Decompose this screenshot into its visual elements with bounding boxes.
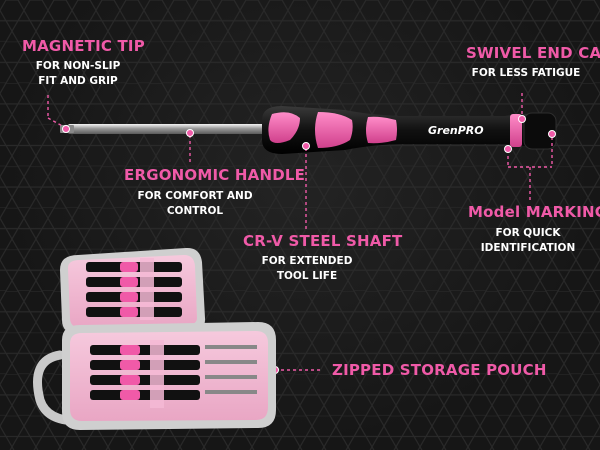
model-markings-title: Model MARKINGS [468, 203, 600, 221]
pink-band [510, 114, 522, 147]
steel-shaft [68, 124, 268, 134]
ergonomic-handle-title: ERGONOMIC HANDLE [124, 166, 306, 184]
swivel-cap [523, 112, 557, 150]
crv-steel-shaft-description: FOR EXTENDED TOOL LIFE [252, 254, 362, 284]
model-markings-description: FOR QUICK IDENTIFICATION [476, 226, 580, 256]
brand-logo: GrenPRO [428, 124, 484, 137]
swivel-end-cap-title: SWIVEL END CAP [466, 44, 600, 62]
crv-steel-shaft-line-1: FOR EXTENDED [261, 255, 353, 267]
storage-pouch [33, 247, 276, 430]
magnetic-tip-title: MAGNETIC TIP [22, 37, 145, 55]
pouch-tools-top [86, 258, 182, 320]
ergonomic-handle-line-2: CONTROL [166, 205, 224, 217]
swivel-end-cap-description: FOR LESS FATIGUE [468, 66, 584, 81]
ergonomic-handle-description: FOR COMFORT AND CONTROL [132, 189, 258, 219]
magnetic-tip-description: FOR NON-SLIP FIT AND GRIP [22, 59, 134, 89]
swivel-end-cap-line-1: FOR LESS FATIGUE [471, 67, 581, 79]
model-markings-line-1: FOR QUICK [495, 227, 561, 239]
model-markings-line-2: IDENTIFICATION [480, 242, 576, 254]
storage-pouch-title: ZIPPED STORAGE POUCH [332, 361, 547, 379]
ergonomic-handle-line-1: FOR COMFORT AND [137, 190, 253, 202]
pink-grip-rear [366, 116, 397, 144]
crv-steel-shaft-title: CR-V STEEL SHAFT [243, 232, 403, 250]
precision-screwdriver: GrenPRO [60, 106, 557, 154]
magnetic-tip-line-1: FOR NON-SLIP [35, 60, 121, 72]
pink-grip-middle [315, 112, 353, 148]
pink-grip-front [268, 112, 300, 143]
magnetic-tip-line-2: FIT AND GRIP [38, 75, 118, 87]
pouch-tools-bottom [90, 340, 257, 408]
crv-steel-shaft-line-2: TOOL LIFE [276, 270, 338, 282]
